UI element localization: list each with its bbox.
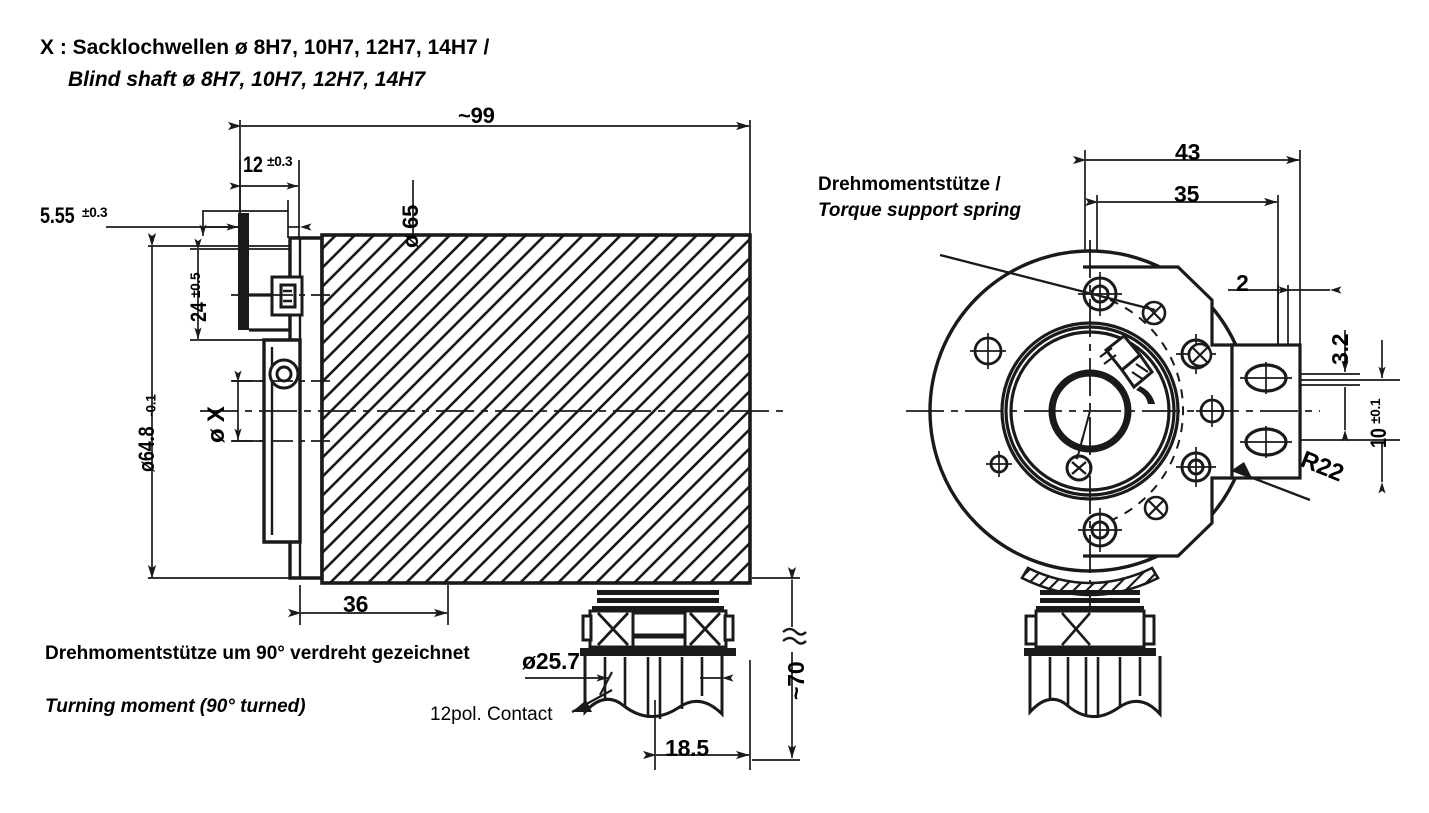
dim-text-overall-length: ~99	[458, 103, 495, 128]
note-shaft-en: Blind shaft ø 8H7, 10H7, 12H7, 14H7	[68, 68, 426, 91]
dim-text-arm-35: 35	[1174, 181, 1200, 207]
flange-hole-upper-left	[970, 333, 1006, 369]
dim-text-connector-185: 18.5	[665, 735, 709, 761]
dim-text-connector-dia-257: ø25.7	[522, 648, 580, 674]
note-torque-en: Turning moment (90° turned)	[45, 696, 306, 717]
dim-val-555: 5.55	[40, 203, 75, 228]
dim-connector-185	[643, 660, 751, 770]
dim-tol-648: -0.1	[143, 394, 159, 417]
dim-text-shaft-x: ø X	[203, 406, 230, 443]
pitch-mark-c	[1143, 495, 1169, 521]
dim-text-body-36: 36	[343, 591, 369, 617]
dim-text-dia-65: ø 65	[398, 204, 423, 248]
bolt-top	[1078, 272, 1122, 316]
leader-r22	[1231, 462, 1311, 502]
dim-text-slot-32: 3.2	[1327, 333, 1353, 365]
leader-torque-support	[939, 253, 1156, 312]
dim-tol-12: ±0.3	[267, 153, 293, 169]
dim-slot-10	[1300, 340, 1400, 494]
dim-text-flange-12: 12±0.3	[243, 152, 293, 178]
clamp-screw	[1065, 410, 1093, 482]
leader-12pol-contact	[571, 671, 613, 713]
dim-slot-32	[1300, 330, 1360, 442]
clamp-slot	[1099, 333, 1155, 404]
dim-body-36	[288, 585, 449, 625]
dim-offset-555	[106, 200, 312, 238]
dim-text-dia-648: ø64.8 -0.1	[134, 394, 160, 472]
dim-text-height-24: 24 ±0.5	[186, 273, 212, 322]
connector-body	[583, 656, 724, 719]
dim-val-10: 10	[1366, 428, 1391, 448]
note-torque-de: Drehmomentstütze um 90° verdreht gezeich…	[45, 643, 470, 664]
right-connector-assembly	[1024, 590, 1162, 718]
dim-val-24: 24	[186, 302, 211, 322]
pitch-circle-dashed	[1109, 299, 1185, 521]
flange-hole-lower-left	[986, 451, 1012, 477]
bolt-right-lower	[1176, 447, 1216, 487]
callout-torque-de: Drehmomentstütze /	[818, 174, 1001, 195]
pitch-mark-a	[1141, 300, 1167, 326]
dim-dia-648	[147, 233, 312, 579]
bolt-head	[268, 358, 300, 390]
dim-tol-555: ±0.3	[82, 204, 108, 220]
dim-val-648: ø64.8	[134, 426, 159, 472]
centerline-marks	[231, 294, 330, 442]
bolt-bottom	[1078, 508, 1122, 552]
dim-text-offset-555: 5.55 ±0.3	[40, 203, 108, 229]
note-shaft-de: X : Sacklochwellen ø 8H7, 10H7, 12H7, 14…	[40, 36, 490, 59]
dim-text-slot-10: 10 ±0.1	[1366, 399, 1392, 448]
dim-val-12: 12	[243, 152, 263, 177]
callout-torque-en: Torque support spring	[818, 200, 1022, 221]
dim-tol-24: ±0.5	[187, 272, 203, 298]
connector-assembly	[580, 590, 736, 656]
dim-text-arm-43: 43	[1175, 139, 1201, 165]
dim-connector-70	[752, 567, 807, 761]
dim-text-thickness-2: 2	[1236, 270, 1249, 296]
pitch-mark-d	[1187, 342, 1213, 368]
callout-connector: 12pol. Contact	[430, 704, 553, 725]
encoder-body	[320, 233, 752, 585]
mount-lug-upper	[270, 275, 304, 317]
dim-tol-10: ±0.1	[1367, 398, 1383, 424]
torque-plate-left	[238, 213, 249, 330]
dim-text-connector-70: ~70	[783, 661, 809, 700]
